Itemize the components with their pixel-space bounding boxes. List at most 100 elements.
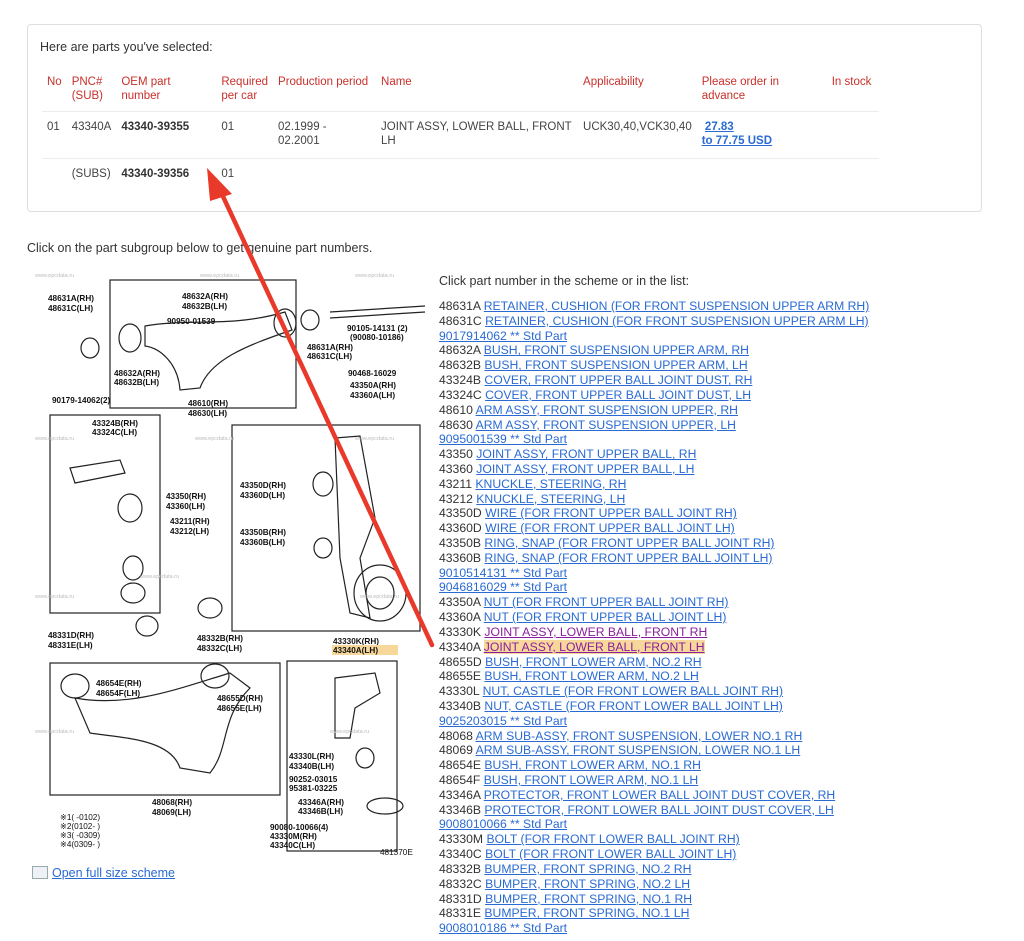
callout-90252[interactable]: 90252-03015	[289, 775, 338, 784]
scheme-svg[interactable]: 48631A(RH) 48631C(LH) 48632A(RH) 48632B(…	[30, 268, 430, 860]
part-link[interactable]: NUT, CASTLE (FOR FRONT LOWER BALL JOINT …	[484, 698, 783, 713]
part-link[interactable]: RING, SNAP (FOR FRONT UPPER BALL JOINT R…	[484, 536, 775, 550]
part-link[interactable]: RETAINER, CUSHION (FOR FRONT SUSPENSION …	[483, 299, 870, 313]
callout-48332b[interactable]: 48332B(RH)	[197, 634, 243, 643]
price-from-link[interactable]: 27.83	[704, 121, 734, 133]
callout-43350b[interactable]: 43350B(RH)	[240, 528, 286, 537]
callout-48632b-2[interactable]: 48632B(LH)	[114, 378, 159, 387]
part-code: 48332C	[439, 876, 482, 891]
callout-48655e[interactable]: 48655E(LH)	[217, 704, 262, 713]
part-link[interactable]: PROTECTOR, FRONT LOWER BALL JOINT DUST C…	[484, 802, 834, 817]
part-link[interactable]: BUSH, FRONT SUSPENSION UPPER ARM, LH	[484, 358, 748, 373]
part-link[interactable]: NUT (FOR FRONT UPPER BALL JOINT LH)	[483, 610, 727, 625]
callout-90950[interactable]: 90950-01539	[167, 317, 216, 326]
callout-43330m[interactable]: 43330M(RH)	[270, 832, 317, 841]
callout-90080[interactable]: (90080-10186)	[350, 333, 404, 342]
part-link[interactable]: WIRE (FOR FRONT UPPER BALL JOINT LH)	[485, 521, 735, 536]
part-link[interactable]: 9095001539 ** Std Part	[439, 432, 568, 447]
callout-43350[interactable]: 43350(RH)	[166, 492, 206, 501]
part-link[interactable]: BUSH, FRONT LOWER ARM, NO.2 RH	[485, 654, 702, 669]
callout-43324c[interactable]: 43324C(LH)	[92, 428, 137, 437]
part-link[interactable]: KNUCKLE, STEERING, RH	[475, 476, 627, 491]
part-link[interactable]: BUMPER, FRONT SPRING, NO.1 LH	[484, 906, 690, 921]
callout-48332c[interactable]: 48332C(LH)	[197, 644, 242, 653]
callout-90105[interactable]: 90105-14131 (2)	[347, 324, 408, 333]
part-link[interactable]: ARM ASSY, FRONT SUSPENSION UPPER, LH	[475, 417, 736, 432]
callout-43360[interactable]: 43360(LH)	[166, 502, 205, 511]
callout-90468[interactable]: 90468-16029	[348, 369, 397, 378]
part-link[interactable]: 9046816029 ** Std Part	[439, 580, 568, 595]
part-link[interactable]: 9008010066 ** Std Part	[439, 817, 568, 832]
callout-48654f[interactable]: 48654F(LH)	[96, 689, 140, 698]
part-link[interactable]: BOLT (FOR FRONT LOWER BALL JOINT RH)	[486, 832, 740, 847]
callout-43330k[interactable]: 43330K(RH)	[333, 637, 379, 646]
callout-48630[interactable]: 48630(LH)	[188, 409, 227, 418]
callout-43211[interactable]: 43211(RH)	[170, 517, 210, 526]
open-full-scheme-link[interactable]: Open full size scheme	[52, 866, 175, 880]
callout-95381[interactable]: 95381-03225	[289, 784, 338, 793]
part-link[interactable]: JOINT ASSY, FRONT UPPER BALL, RH	[476, 447, 697, 462]
callout-48331d[interactable]: 48331D(RH)	[48, 631, 94, 640]
part-link[interactable]: BUMPER, FRONT SPRING, NO.1 RH	[485, 891, 693, 906]
list-item: 48654E BUSH, FRONT LOWER ARM, NO.1 RH	[439, 758, 1019, 773]
part-link[interactable]: BUSH, FRONT LOWER ARM, NO.2 LH	[484, 669, 699, 684]
callout-43340b[interactable]: 43340B(LH)	[289, 762, 334, 771]
part-link[interactable]: JOINT ASSY, FRONT UPPER BALL, LH	[476, 461, 695, 476]
callout-48654e[interactable]: 48654E(RH)	[96, 679, 142, 688]
part-link[interactable]: 9010514131 ** Std Part	[439, 565, 568, 580]
part-link[interactable]: ARM ASSY, FRONT SUSPENSION UPPER, RH	[475, 402, 738, 417]
callout-43350a[interactable]: 43350A(RH)	[350, 381, 396, 390]
list-item: 48632B BUSH, FRONT SUSPENSION UPPER ARM,…	[439, 358, 1019, 373]
callout-90179[interactable]: 90179-14062(2)	[52, 396, 111, 405]
part-link[interactable]: 9017914062 ** Std Part	[439, 328, 568, 343]
callout-43360d[interactable]: 43360D(LH)	[240, 491, 285, 500]
callout-43360b[interactable]: 43360B(LH)	[240, 538, 285, 547]
callout-90080-2[interactable]: 90080-10066(4)	[270, 823, 329, 832]
price-to-link[interactable]: to 77.75 USD	[701, 135, 773, 147]
callout-48631c[interactable]: 48631C(LH)	[48, 304, 93, 313]
callout-43350d[interactable]: 43350D(RH)	[240, 481, 286, 490]
callout-48632a[interactable]: 48632A(RH)	[182, 292, 228, 301]
callout-48069[interactable]: 48069(LH)	[152, 808, 191, 817]
callout-43360a[interactable]: 43360A(LH)	[350, 391, 395, 400]
callout-43330l[interactable]: 43330L(RH)	[289, 752, 334, 761]
part-link[interactable]: 9008010186 ** Std Part	[439, 921, 568, 936]
part-link[interactable]: JOINT ASSY, LOWER BALL, FRONT RH	[484, 624, 708, 639]
callout-48632a-2[interactable]: 48632A(RH)	[114, 369, 160, 378]
part-link[interactable]: NUT (FOR FRONT UPPER BALL JOINT RH)	[483, 595, 729, 610]
part-link[interactable]: ARM SUB-ASSY, FRONT SUSPENSION, LOWER NO…	[475, 743, 801, 758]
part-link[interactable]: BUSH, FRONT LOWER ARM, NO.1 RH	[484, 758, 701, 773]
part-link[interactable]: RETAINER, CUSHION (FOR FRONT SUSPENSION …	[485, 313, 869, 328]
callout-48610[interactable]: 48610(RH)	[188, 399, 228, 408]
callout-48632b[interactable]: 48632B(LH)	[182, 302, 227, 311]
part-link[interactable]: COVER, FRONT UPPER BALL JOINT DUST, LH	[485, 387, 752, 402]
callout-48631a-2[interactable]: 48631A(RH)	[307, 343, 353, 352]
part-link[interactable]: BUMPER, FRONT SPRING, NO.2 RH	[484, 861, 692, 876]
part-link[interactable]: ARM SUB-ASSY, FRONT SUSPENSION, LOWER NO…	[475, 728, 803, 743]
part-link[interactable]: WIRE (FOR FRONT UPPER BALL JOINT RH)	[485, 506, 737, 521]
part-code: 48069	[439, 743, 473, 758]
part-link[interactable]: PROTECTOR, FRONT LOWER BALL JOINT DUST C…	[483, 787, 836, 802]
callout-43340a[interactable]: 43340A(LH)	[333, 646, 378, 655]
callout-43346a[interactable]: 43346A(RH)	[298, 798, 344, 807]
parts-scheme-diagram[interactable]: 48631A(RH) 48631C(LH) 48632A(RH) 48632B(…	[30, 268, 430, 860]
part-link[interactable]: BUSH, FRONT SUSPENSION UPPER ARM, RH	[483, 343, 749, 358]
callout-48331e[interactable]: 48331E(LH)	[48, 641, 93, 650]
part-link[interactable]: 9025203015 ** Std Part	[439, 713, 568, 728]
part-link[interactable]: BUMPER, FRONT SPRING, NO.2 LH	[485, 876, 691, 891]
part-link[interactable]: COVER, FRONT UPPER BALL JOINT DUST, RH	[484, 373, 753, 388]
callout-43346b[interactable]: 43346B(LH)	[298, 807, 343, 816]
part-link[interactable]: JOINT ASSY, LOWER BALL, FRONT LH	[483, 639, 705, 654]
part-link[interactable]: BUSH, FRONT LOWER ARM, NO.1 LH	[483, 773, 699, 787]
callout-48631c-2[interactable]: 48631C(LH)	[307, 352, 352, 361]
callout-43340c[interactable]: 43340C(LH)	[270, 841, 315, 850]
callout-43324b[interactable]: 43324B(RH)	[92, 419, 138, 428]
part-link[interactable]: RING, SNAP (FOR FRONT UPPER BALL JOINT L…	[484, 550, 773, 565]
part-link[interactable]: BOLT (FOR FRONT LOWER BALL JOINT LH)	[485, 847, 737, 862]
callout-48068[interactable]: 48068(RH)	[152, 798, 192, 807]
part-link[interactable]: KNUCKLE, STEERING, LH	[476, 491, 626, 506]
callout-48631a[interactable]: 48631A(RH)	[48, 294, 94, 303]
callout-48655d[interactable]: 48655D(RH)	[217, 694, 263, 703]
part-link[interactable]: NUT, CASTLE (FOR FRONT LOWER BALL JOINT …	[482, 684, 784, 699]
callout-43212[interactable]: 43212(LH)	[170, 527, 209, 536]
